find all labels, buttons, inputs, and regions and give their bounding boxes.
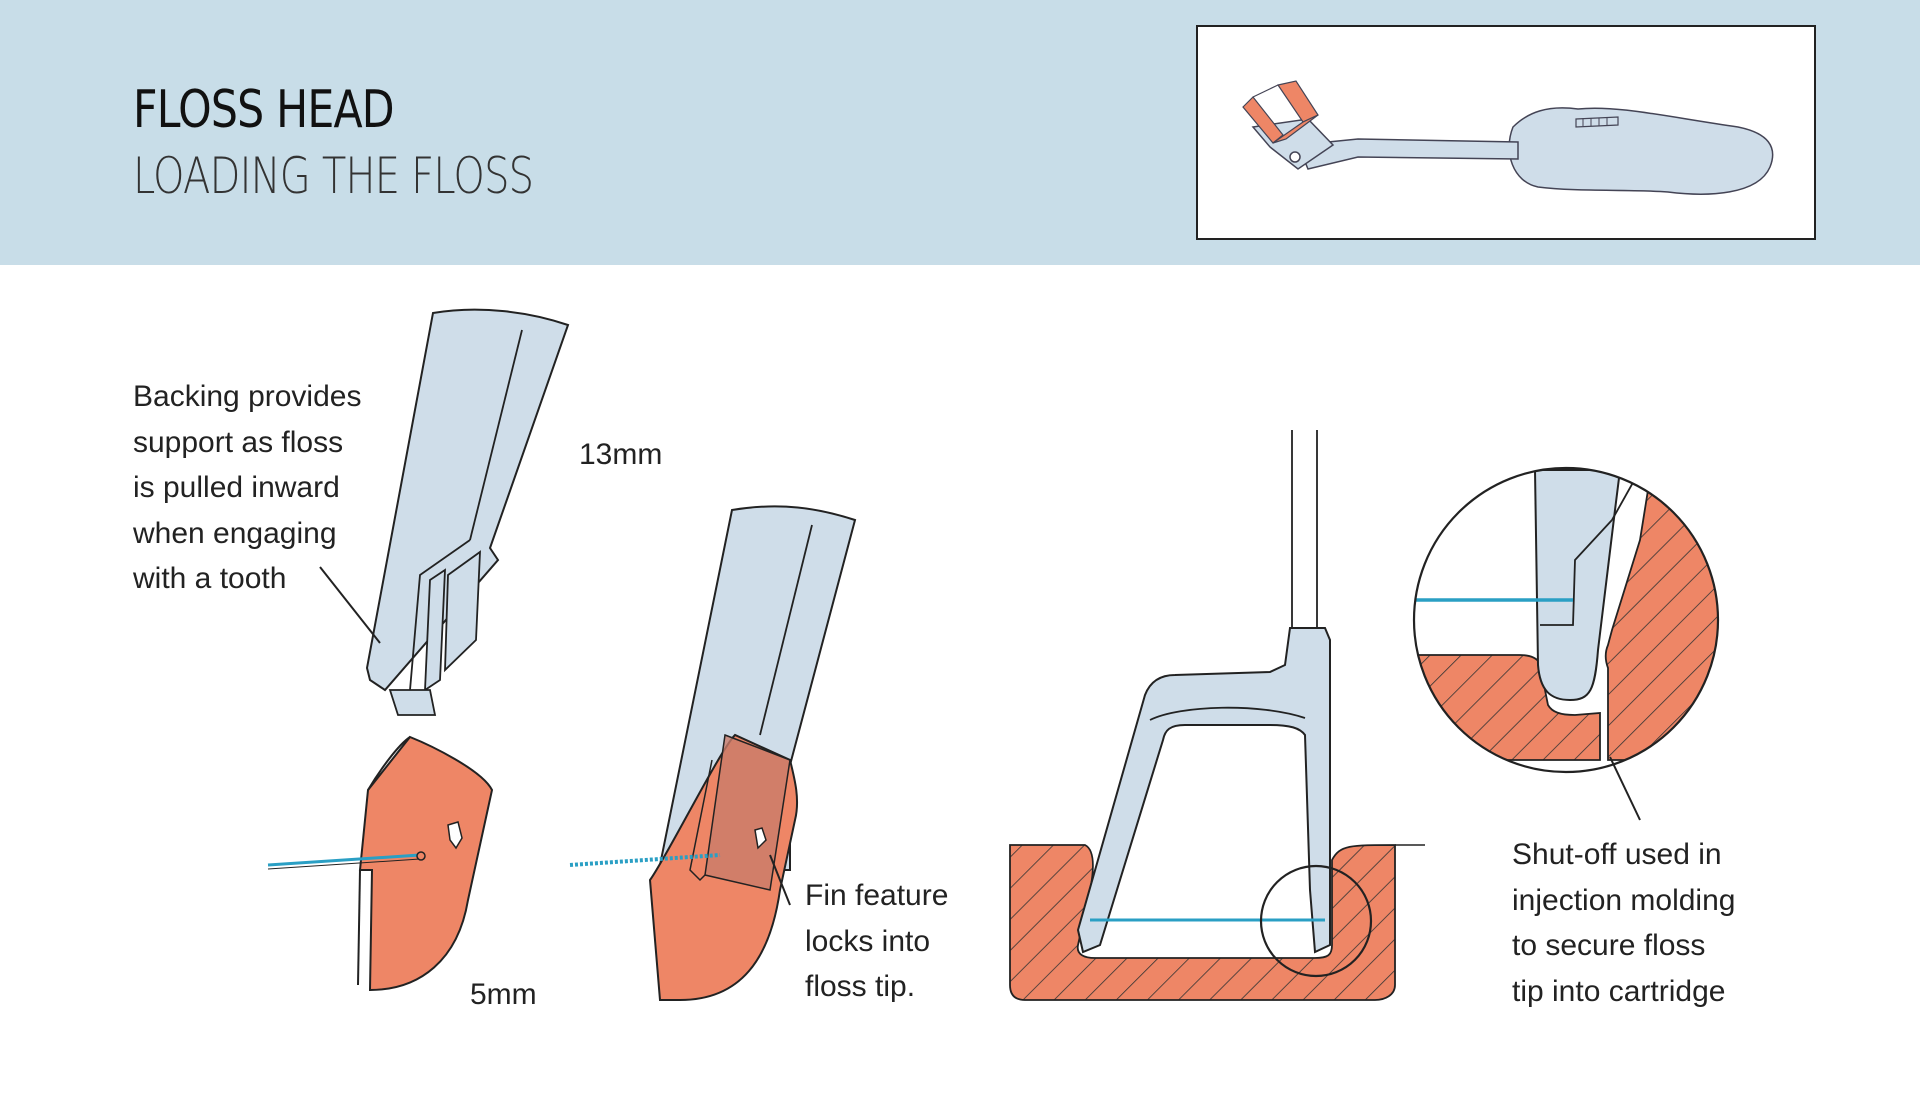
floss-handle-illustration — [1242, 80, 1774, 195]
floss-head-loaded — [569, 505, 857, 1001]
shutoff-callout: Shut-off used in injection molding to se… — [1512, 838, 1736, 1008]
floss-head-separated — [319, 308, 570, 716]
fin-feature-callout: Fin feature locks into floss tip. — [805, 879, 949, 1003]
dimension-13mm: 13mm — [579, 438, 663, 471]
backing-callout: Backing provides support as floss is pul… — [133, 380, 362, 595]
floss-tip — [267, 735, 494, 992]
dimension-5mm: 5mm — [470, 978, 537, 1011]
cartridge-section — [1009, 430, 1425, 1001]
header-banner: FLOSS HEAD LOADING THE FLOSS — [0, 0, 1920, 265]
toothbrush-inset — [1196, 25, 1816, 240]
page-title: FLOSS HEAD — [133, 80, 395, 140]
shutoff-detail-circle — [1412, 466, 1720, 821]
page-subtitle: LOADING THE FLOSS — [133, 147, 534, 205]
